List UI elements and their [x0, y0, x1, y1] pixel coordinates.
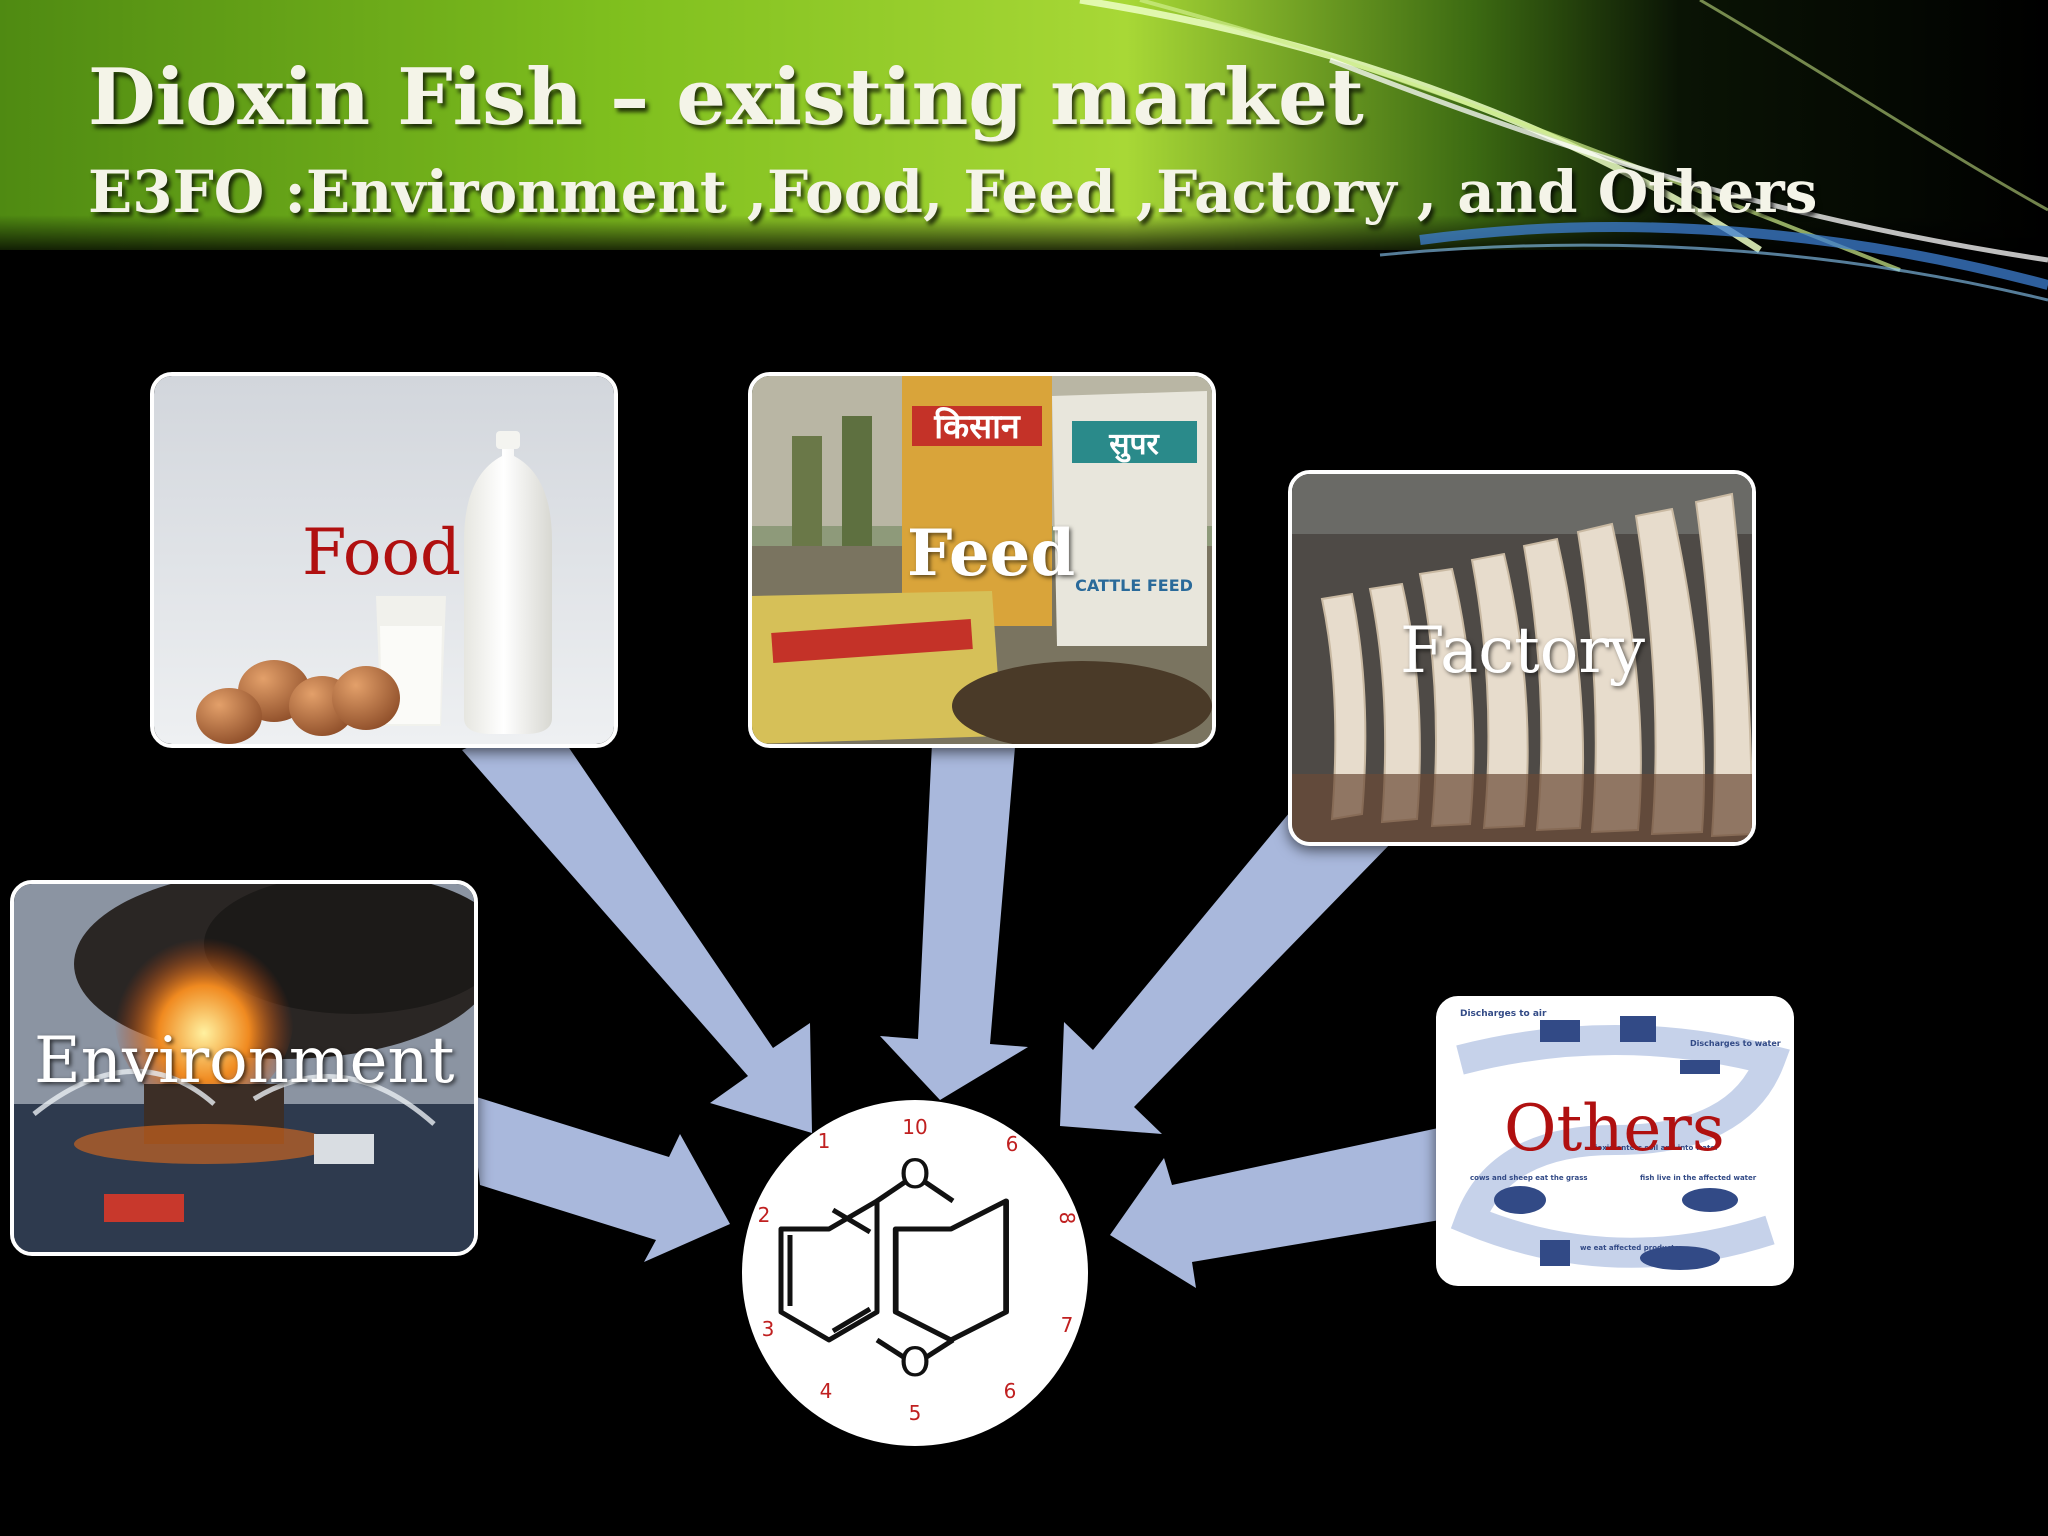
- atom-label-5: 5: [909, 1401, 922, 1425]
- atom-label-1: 1: [818, 1129, 831, 1153]
- slide-subtitle: E3FO :Environment ,Food, Feed ,Factory ,…: [88, 158, 1818, 226]
- arrow-factory: [1060, 812, 1396, 1134]
- atom-label-3: 3: [762, 1317, 775, 1341]
- atom-label-10: 10: [902, 1115, 927, 1139]
- factory-card: Factory: [1288, 470, 1756, 846]
- right-benzene-ring: [892, 1198, 1009, 1343]
- arrow-environment: [470, 1095, 730, 1262]
- environment-card: Environment: [10, 880, 478, 1256]
- arrow-others: [1110, 1127, 1443, 1288]
- oxygen-bottom: O: [899, 1340, 930, 1386]
- others-image: Discharges to air Discharges to water di…: [1440, 1000, 1790, 1282]
- dioxin-structure: O O 1 2 3 4 5 6 7 8 9 10: [758, 1115, 1079, 1425]
- arrow-feed: [880, 743, 1028, 1100]
- feed-label: Feed: [907, 516, 1076, 591]
- food-image: [154, 376, 614, 744]
- atom-label-9: 9: [1006, 1131, 1019, 1155]
- left-benzene-ring: [778, 1198, 880, 1343]
- atom-label-8: 8: [1055, 1212, 1079, 1225]
- atom-label-4: 4: [820, 1379, 833, 1403]
- others-card: Discharges to air Discharges to water di…: [1436, 996, 1794, 1286]
- others-text-fish: fish live in the affected water: [1640, 1174, 1757, 1182]
- header-banner: Dioxin Fish – existing market E3FO :Envi…: [0, 0, 2048, 345]
- atom-label-6: 6: [1004, 1379, 1017, 1403]
- dioxin-molecule: O O 1 2 3 4 5 6 7 8 9 10: [742, 1100, 1088, 1446]
- feed-card: किसान सुपर CATTLE FEED Feed: [748, 372, 1216, 748]
- feed-bag-text-1: किसान: [933, 406, 1021, 447]
- others-text-soil: dioxin enters soil and into water: [1590, 1144, 1719, 1152]
- others-label: Others: [1504, 1092, 1725, 1166]
- atom-label-2: 2: [758, 1203, 771, 1227]
- others-text-cows: cows and sheep eat the grass: [1470, 1174, 1588, 1182]
- environment-label: Environment: [34, 1024, 455, 1098]
- food-label: Food: [302, 516, 461, 590]
- feed-bag-text-2: सुपर: [1108, 427, 1160, 463]
- others-text-eat: we eat affected products: [1580, 1244, 1679, 1252]
- slide-title: Dioxin Fish – existing market: [88, 52, 1364, 143]
- environment-image: [14, 884, 474, 1252]
- feed-image: किसान सुपर CATTLE FEED: [752, 376, 1212, 744]
- arrow-food: [462, 714, 812, 1133]
- factory-image: [1292, 474, 1752, 842]
- factory-label: Factory: [1400, 614, 1646, 688]
- others-text-air: Discharges to air: [1460, 1009, 1547, 1019]
- oxygen-top: O: [899, 1152, 930, 1198]
- food-card: Food: [150, 372, 618, 748]
- atom-label-7: 7: [1061, 1313, 1074, 1337]
- feed-bag-text-3: CATTLE FEED: [1075, 576, 1193, 595]
- banner-background: [0, 0, 2048, 345]
- others-text-water: Discharges to water: [1690, 1039, 1781, 1048]
